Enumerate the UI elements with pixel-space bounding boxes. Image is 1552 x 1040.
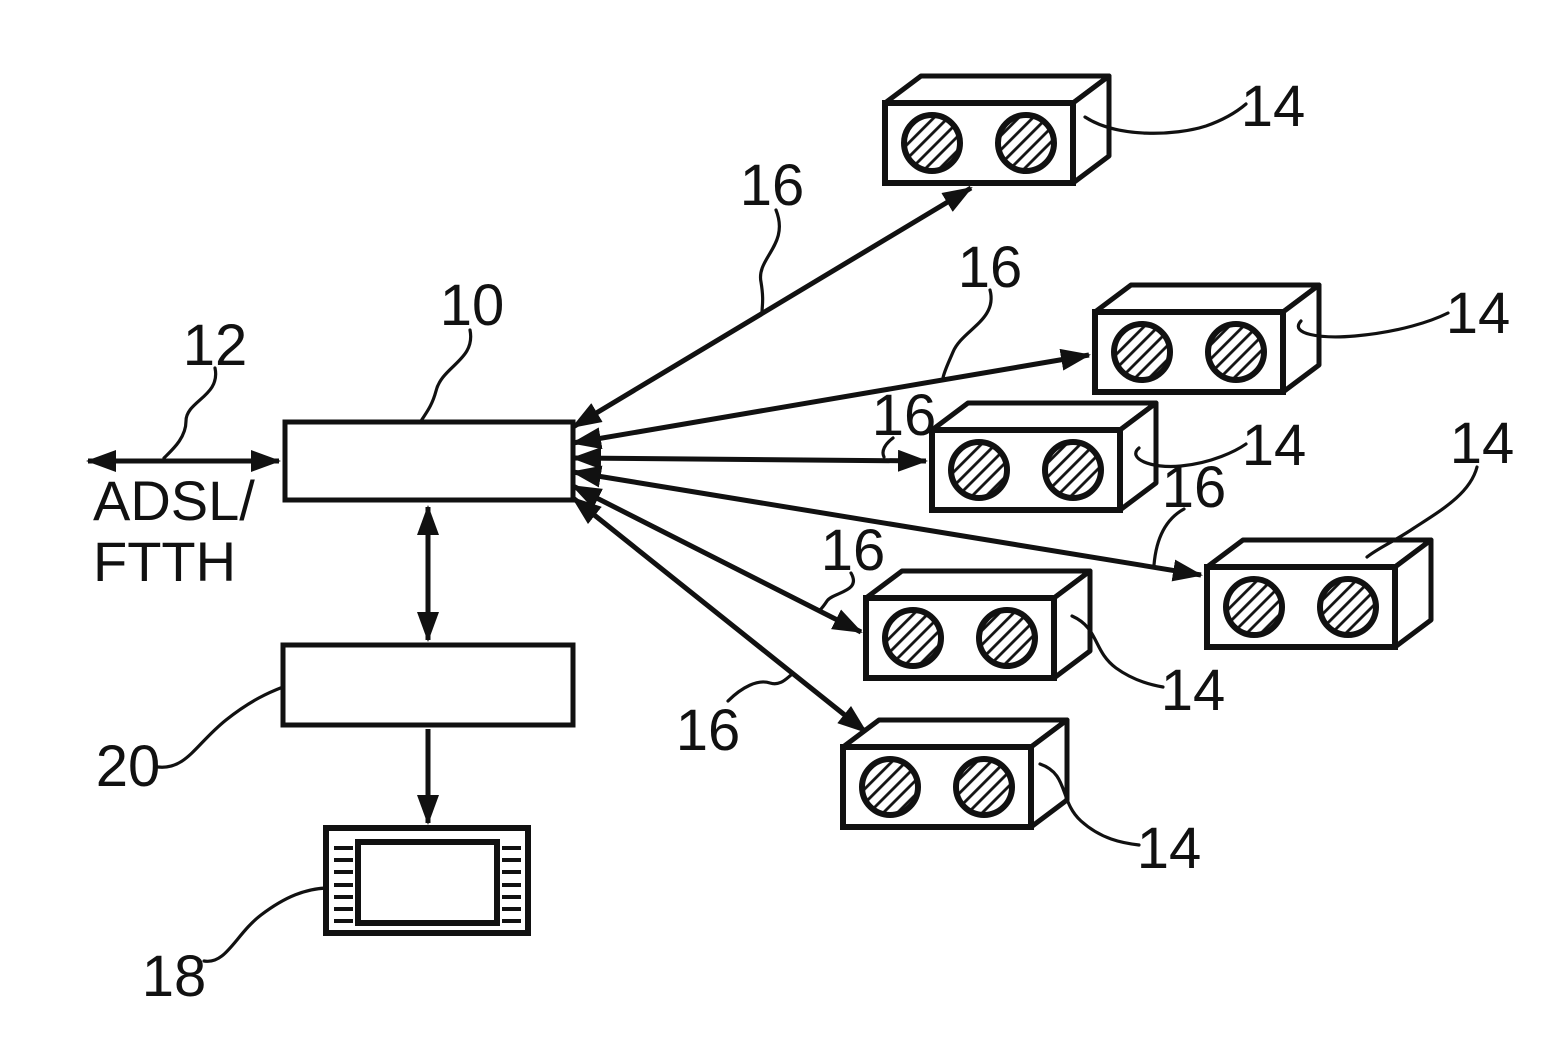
speaker-box-3 — [932, 403, 1156, 510]
ref-link-3: 16 — [872, 383, 937, 448]
wan-text-line2: FTTH — [93, 530, 236, 593]
leader-speaker-5 — [1070, 614, 1165, 689]
ref-speaker-3: 14 — [1242, 413, 1307, 478]
leader-wan — [162, 366, 218, 460]
leader-link-6 — [726, 673, 793, 703]
wan-text-line1: ADSL/ — [93, 469, 255, 532]
gateway-box — [282, 419, 576, 503]
speaker-box-6 — [843, 720, 1067, 827]
ref-link-2: 16 — [958, 235, 1023, 300]
leader-link-4 — [1152, 507, 1186, 567]
controller-box — [280, 642, 576, 728]
wireless-link-6 — [571, 496, 868, 734]
display-screen — [355, 839, 500, 926]
leader-display — [202, 886, 328, 963]
leader-speaker-4 — [1365, 465, 1479, 559]
ref-speaker-4: 14 — [1450, 411, 1515, 476]
ref-speaker-5: 14 — [1161, 658, 1226, 723]
leader-link-1 — [758, 208, 781, 315]
leader-link-2 — [941, 288, 993, 380]
ref-link-1: 16 — [740, 153, 805, 218]
speaker-box-5 — [866, 571, 1090, 678]
leader-link-5 — [818, 571, 855, 612]
ref-display: 18 — [142, 944, 207, 1009]
speaker-box-4 — [1207, 540, 1431, 647]
ref-wan: 12 — [183, 313, 248, 378]
leader-link-3 — [881, 436, 895, 459]
display-buttons-right — [502, 846, 521, 923]
ref-speaker-2: 14 — [1446, 281, 1511, 346]
leader-controller — [156, 685, 285, 769]
ref-link-5: 16 — [821, 518, 886, 583]
ref-link-4: 16 — [1162, 455, 1227, 520]
ref-link-6: 16 — [676, 698, 741, 763]
ref-gateway: 10 — [440, 273, 505, 338]
leader-speaker-1 — [1083, 102, 1248, 135]
display-device — [323, 825, 531, 936]
leader-speaker-2 — [1297, 311, 1450, 339]
ref-controller: 20 — [96, 734, 161, 799]
ref-speaker-1: 14 — [1241, 74, 1306, 139]
wireless-link-2 — [571, 348, 1091, 450]
leader-speaker-6 — [1038, 762, 1141, 847]
leader-speaker-3 — [1134, 442, 1248, 469]
wireless-link-3 — [571, 447, 928, 472]
leader-gateway — [419, 328, 473, 423]
speaker-box-2 — [1095, 285, 1319, 392]
ref-speaker-6: 14 — [1137, 816, 1202, 881]
display-buttons-left — [334, 846, 353, 923]
speaker-box-1 — [885, 76, 1109, 183]
